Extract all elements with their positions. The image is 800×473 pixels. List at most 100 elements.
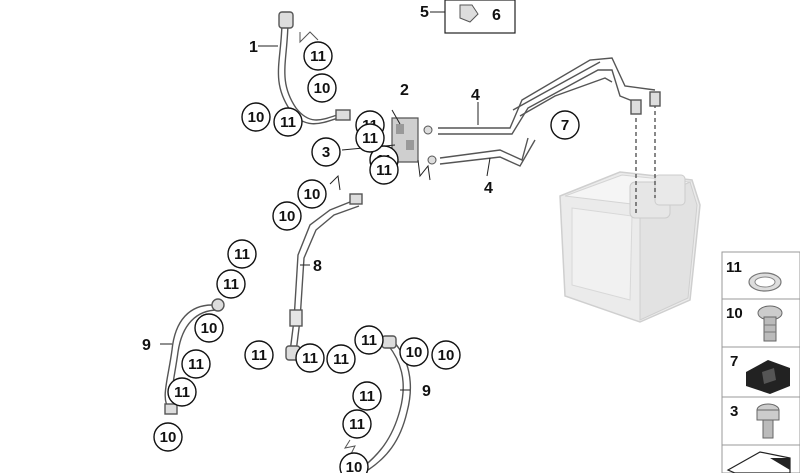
callout-circle [273, 107, 303, 137]
callout-11: 11 [244, 340, 274, 370]
callout-number: 10 [314, 80, 331, 97]
callout-number: 10 [304, 186, 321, 203]
callout-number: 3 [322, 144, 330, 161]
parts-legend: 11 10 7 [721, 251, 800, 473]
callout-11: 11 [303, 41, 333, 71]
banjo-bolt-icon [757, 305, 783, 342]
label-6: 6 [492, 7, 501, 24]
callout-number: 11 [223, 276, 239, 293]
callout-circle [303, 41, 333, 71]
callout-circle [311, 137, 341, 167]
label-9-right: 9 [422, 383, 431, 400]
callout-number: 11 [361, 332, 377, 349]
callout-circle [399, 337, 429, 367]
callout-7: 7 [550, 110, 580, 140]
label-1: 1 [249, 39, 258, 56]
legend-number-3: 3 [730, 403, 738, 420]
callout-circle [297, 179, 327, 209]
callout-circle [272, 201, 302, 231]
callout-11: 11 [216, 269, 246, 299]
callout-circle [216, 269, 246, 299]
callout-number: 10 [201, 320, 218, 337]
callout-circle [244, 340, 274, 370]
callout-circle [352, 381, 382, 411]
callout-number: 7 [561, 117, 569, 134]
callout-11: 11 [326, 344, 356, 374]
callout-11: 11 [181, 349, 211, 379]
callout-11: 11 [355, 123, 385, 153]
distributor-bracket [391, 117, 437, 165]
label-4-bottom: 4 [484, 180, 493, 197]
callout-10: 10 [297, 179, 327, 209]
callout-11: 11 [369, 155, 399, 185]
callout-11: 11 [352, 381, 382, 411]
brake-pipe-8 [285, 193, 363, 361]
callout-11: 11 [354, 325, 384, 355]
callout-number: 11 [302, 350, 318, 367]
legend-row-7: 7 [721, 346, 800, 398]
callout-10: 10 [399, 337, 429, 367]
brake-hose-1 [277, 11, 351, 125]
label-2: 2 [400, 82, 409, 99]
label-9-left: 9 [142, 337, 151, 354]
callout-circle [153, 422, 183, 452]
circled-labels: 1110101111311111010111110111110111111111… [153, 41, 580, 473]
callout-11: 11 [227, 239, 257, 269]
legend-row-3: 3 [721, 396, 800, 446]
callout-circle [194, 313, 224, 343]
callout-10: 10 [241, 102, 271, 132]
callout-number: 11 [376, 162, 392, 179]
callout-number: 10 [438, 347, 455, 364]
callout-11: 11 [295, 343, 325, 373]
callout-circle [550, 110, 580, 140]
legend-row-10: 10 [721, 298, 800, 348]
callout-circle [339, 452, 369, 473]
callout-11: 11 [273, 107, 303, 137]
callout-number: 11 [362, 130, 378, 147]
callout-number: 10 [160, 429, 177, 446]
label-4-top: 4 [471, 87, 480, 104]
callout-number: 11 [359, 388, 375, 405]
callout-number: 11 [188, 356, 204, 373]
plain-labels: 1 2 4 4 5 6 8 9 9 [142, 4, 501, 400]
brake-pipes-upper [438, 57, 661, 214]
hex-socket-screw-icon [756, 403, 780, 439]
callout-10: 10 [153, 422, 183, 452]
callout-10: 10 [307, 73, 337, 103]
callout-circle [295, 343, 325, 373]
callout-circle [241, 102, 271, 132]
callout-number: 11 [174, 384, 190, 401]
callout-circle [227, 239, 257, 269]
callout-11: 11 [167, 377, 197, 407]
callout-10: 10 [339, 452, 369, 473]
callout-number: 10 [279, 208, 296, 225]
rubber-mount-icon [746, 360, 790, 394]
callout-number: 10 [248, 109, 265, 126]
callout-3: 3 [311, 137, 341, 167]
clip-detail-box [444, 0, 516, 34]
callout-number: 11 [280, 114, 296, 131]
callout-circle [181, 349, 211, 379]
label-8: 8 [313, 258, 322, 275]
legend-number-10: 10 [726, 305, 743, 322]
callout-number: 10 [406, 344, 423, 361]
callout-number: 11 [349, 416, 365, 433]
callout-10: 10 [431, 340, 461, 370]
callout-circle [342, 409, 372, 439]
callout-11: 11 [342, 409, 372, 439]
callout-circle [431, 340, 461, 370]
abs-hydraulic-unit [559, 171, 701, 323]
callout-circle [167, 377, 197, 407]
callout-10: 10 [194, 313, 224, 343]
callout-number: 11 [234, 246, 250, 263]
legend-number-7: 7 [730, 353, 738, 370]
callout-number: 11 [310, 48, 326, 65]
washer-icon [748, 272, 782, 292]
callout-circle [354, 325, 384, 355]
label-5: 5 [420, 4, 429, 21]
callout-circle [355, 123, 385, 153]
callout-circle [369, 155, 399, 185]
callout-circle [307, 73, 337, 103]
callout-number: 11 [251, 347, 267, 364]
